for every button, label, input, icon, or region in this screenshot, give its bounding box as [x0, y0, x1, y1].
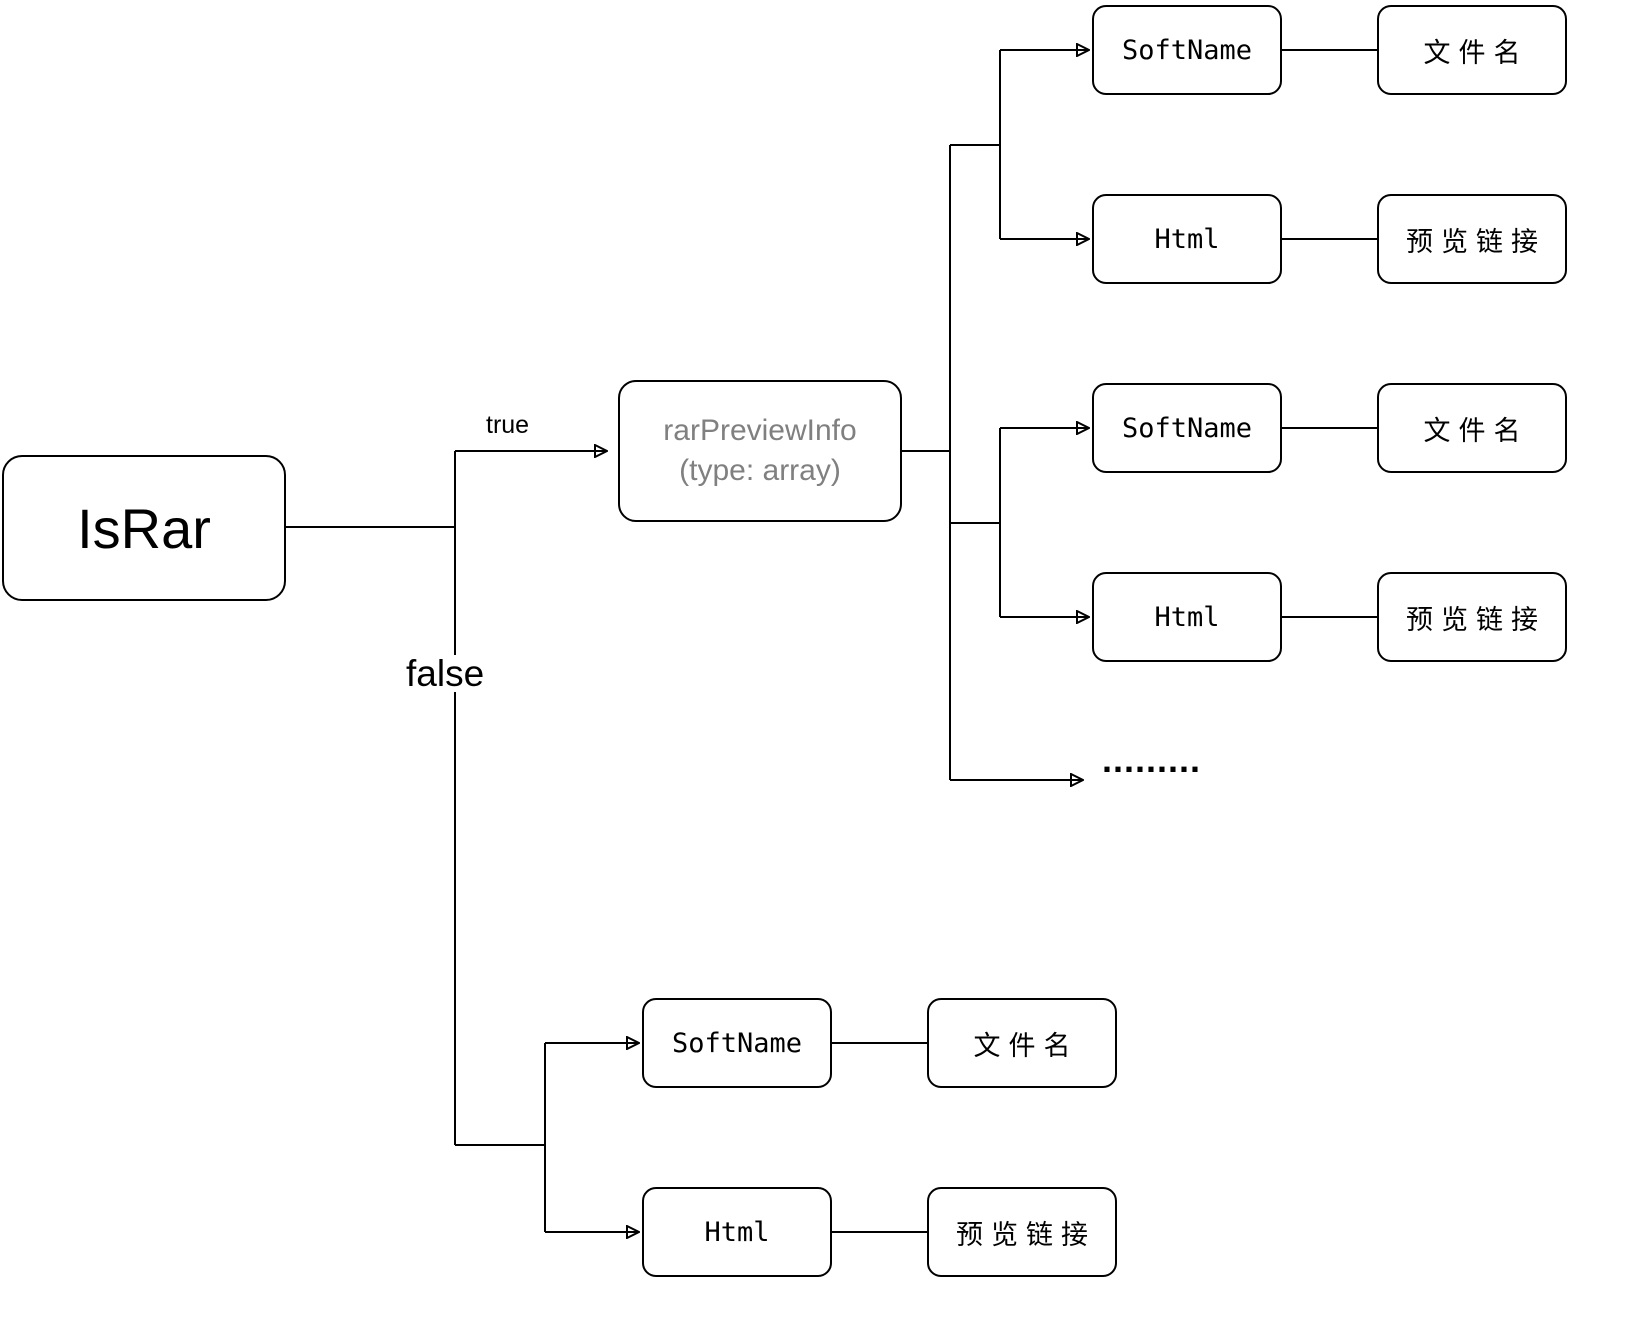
- node-rarpreviewinfo: rarPreviewInfo (type: array): [618, 380, 902, 522]
- node-html-2: Html: [1092, 572, 1282, 662]
- node-rarpreviewinfo-title: rarPreviewInfo: [663, 413, 857, 447]
- node-softname-3: SoftName: [642, 998, 832, 1088]
- node-previewlink-2: 预览链接: [1377, 572, 1567, 662]
- node-israr: IsRar: [2, 455, 286, 601]
- node-filename-3: 文件名: [927, 998, 1117, 1088]
- node-previewlink-3: 预览链接: [927, 1187, 1117, 1277]
- edge-label-false: false: [402, 655, 489, 692]
- node-softname-1: SoftName: [1092, 5, 1282, 95]
- node-filename-1: 文件名: [1377, 5, 1567, 95]
- node-previewlink-1: 预览链接: [1377, 194, 1567, 284]
- node-html-1: Html: [1092, 194, 1282, 284]
- node-filename-2: 文件名: [1377, 383, 1567, 473]
- node-softname-2: SoftName: [1092, 383, 1282, 473]
- edge-label-true: true: [482, 413, 534, 438]
- ellipsis-more-items: .........: [1102, 739, 1202, 780]
- node-rarpreviewinfo-subtitle: (type: array): [679, 454, 841, 487]
- node-html-3: Html: [642, 1187, 832, 1277]
